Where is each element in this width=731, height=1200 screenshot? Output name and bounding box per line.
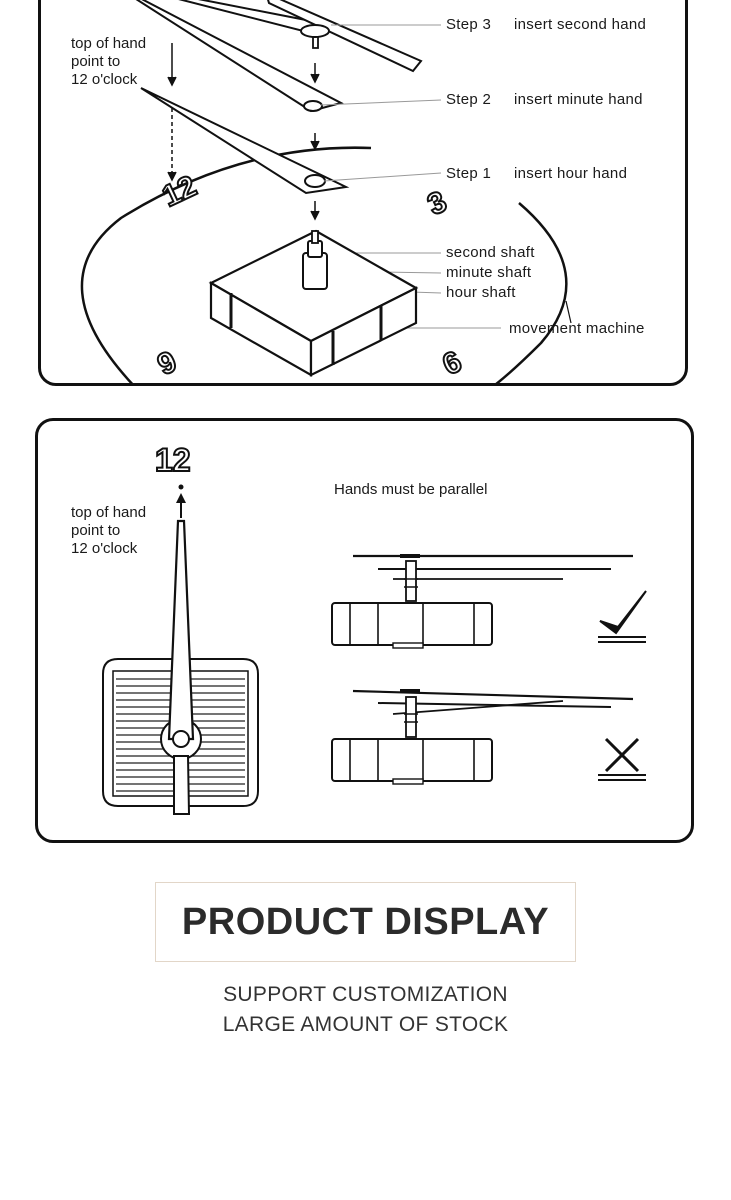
hour-hand [140, 87, 350, 195]
bottom-note-line-2: point to [71, 522, 121, 539]
movement-machine-label: movement machine [509, 320, 645, 337]
step-2-text: insert minute hand [514, 91, 643, 108]
dial-arc-right [495, 202, 568, 383]
step-3-label: Step 3 [446, 16, 492, 33]
down-arrows [167, 43, 320, 221]
wrong-assembly [331, 689, 634, 785]
product-display-title: PRODUCT DISPLAY [181, 900, 550, 943]
top-note-line-3: 12 o'clock [71, 71, 138, 88]
hour-shaft-label: hour shaft [446, 284, 516, 301]
top-note-line-2: point to [71, 53, 121, 70]
second-hand-tail [267, 0, 423, 73]
parallel-hands-panel: 12 top of hand point to 12 o'clock Hands… [35, 418, 694, 843]
bottom-note-line-3: 12 o'clock [71, 540, 138, 557]
second-shaft-label: second shaft [446, 244, 535, 261]
step-1-text: insert hour hand [514, 165, 628, 182]
parallel-drawing [102, 484, 647, 815]
dial-numeral-12-bottom: 12 [154, 442, 192, 478]
assembly-steps-panel: 12 3 9 6 top of hand point to 12 o'clock… [38, 0, 688, 386]
dial-arc-left [80, 146, 372, 383]
movement-right-face [309, 286, 418, 377]
check-mark-icon [598, 590, 647, 643]
cross-mark-icon [598, 737, 646, 781]
minute-hand [135, 0, 344, 113]
dial-numeral-12: 12 [156, 169, 202, 215]
bottom-note-line-1: top of hand [71, 504, 147, 521]
second-shaft [311, 230, 319, 244]
correct-assembly [331, 554, 633, 649]
stock-line: LARGE AMOUNT OF STOCK [222, 1013, 509, 1036]
step-3-text: insert second hand [514, 16, 647, 33]
assembly-drawing [80, 0, 572, 383]
hour-shaft [302, 252, 328, 290]
upright-hand [167, 519, 195, 741]
minute-shaft-label: minute shaft [446, 264, 532, 281]
top-note-line-1: top of hand [71, 35, 147, 52]
second-hand-hub [300, 24, 330, 38]
step-2-label: Step 2 [446, 91, 492, 108]
product-display-title-box: PRODUCT DISPLAY [155, 882, 576, 962]
support-customization-line: SUPPORT CUSTOMIZATION [223, 983, 508, 1006]
parallel-note: Hands must be parallel [334, 481, 488, 498]
step-1-label: Step 1 [446, 165, 492, 182]
